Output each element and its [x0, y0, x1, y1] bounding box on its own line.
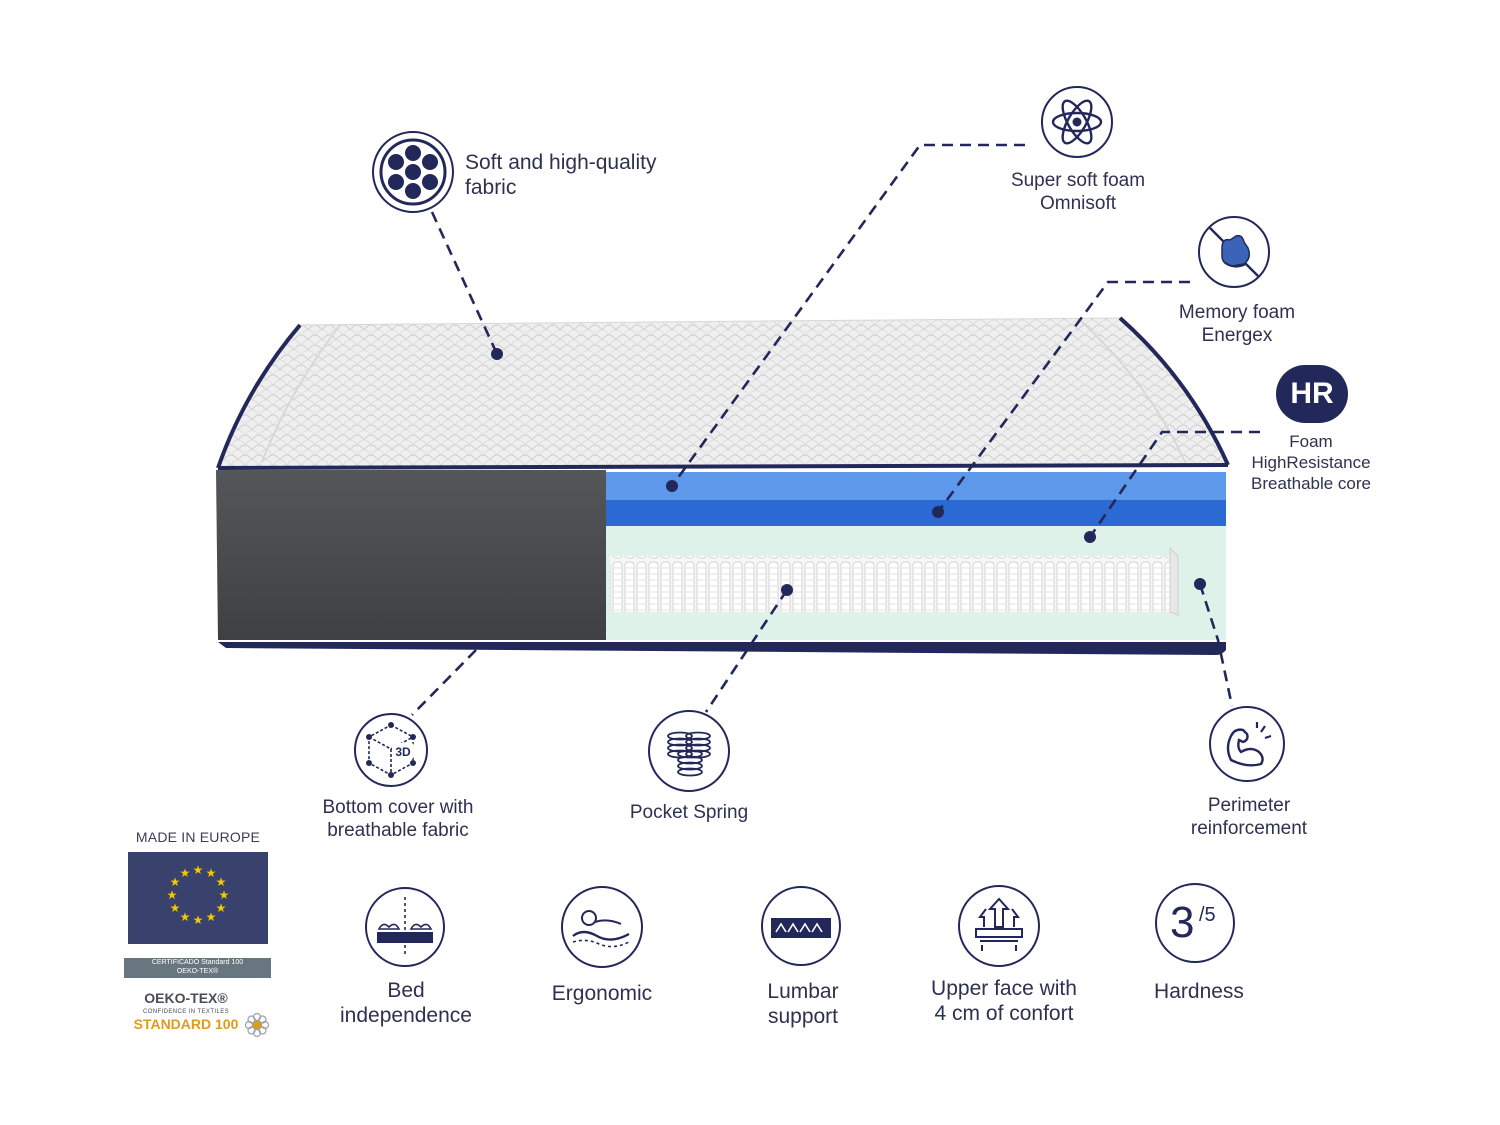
callout-fabric: Soft and high-quality fabric: [465, 151, 657, 199]
atom-icon: [1041, 86, 1113, 158]
leader-lines: [411, 143, 1260, 716]
fabric-dots-icon: [372, 131, 454, 213]
leader-dots: [491, 348, 1206, 596]
feature-lumbar: Lumbar support: [767, 980, 839, 1028]
mattress-cross-section: [606, 472, 1226, 640]
mattress-side: [216, 470, 1226, 655]
svg-text:★: ★: [219, 888, 230, 902]
hand-press-icon: [1198, 216, 1270, 288]
hardness-icon: [1155, 883, 1235, 963]
svg-text:★: ★: [206, 866, 217, 880]
feature-ergonomic: Ergonomic: [551, 982, 653, 1005]
callout-hr: Foam HighResistance Breathable core: [1250, 432, 1372, 493]
eu-flag-icon: ★★★ ★★★ ★★★ ★★★: [128, 852, 268, 944]
feature-upper-face: Upper face with 4 cm of confort: [931, 977, 1077, 1025]
svg-text:★: ★: [180, 866, 191, 880]
mattress-top: [216, 316, 1230, 470]
svg-text:3D: 3D: [395, 745, 411, 759]
hr-badge-icon: HR: [1276, 365, 1348, 423]
svg-text:★: ★: [167, 888, 178, 902]
svg-text:★: ★: [180, 910, 191, 924]
upper-face-icon: [958, 885, 1040, 967]
lumbar-support-icon: [761, 886, 841, 966]
feature-hardness: Hardness: [1154, 980, 1244, 1003]
svg-text:★: ★: [216, 875, 227, 889]
hardness-scale: /5: [1199, 904, 1216, 926]
callout-perimeter: Perimeter reinforcement: [1190, 795, 1308, 839]
feature-bed-independence: Bed independence: [340, 979, 472, 1027]
muscle-arm-icon: [1209, 706, 1285, 782]
cube-3d-icon: 3D: [354, 713, 428, 787]
svg-text:★: ★: [193, 913, 204, 927]
callout-memory: Memory foam Energex: [1178, 302, 1296, 346]
svg-text:★: ★: [170, 901, 181, 915]
oeko-flower-icon: [243, 1011, 271, 1039]
bed-independence-icon: [365, 887, 445, 967]
ergonomic-body-icon: [561, 886, 643, 968]
svg-text:★: ★: [216, 901, 227, 915]
callout-bottom-cover: Bottom cover with breathable fabric: [322, 797, 474, 841]
oeko-tex-logo: OEKO-TEX®: [144, 990, 228, 1006]
oeko-tex-subtitle: CONFIDENCE IN TEXTILES: [142, 1009, 230, 1015]
svg-text:★: ★: [170, 875, 181, 889]
made-in-europe-title: MADE IN EUROPE: [135, 829, 261, 845]
hardness-value: 3: [1170, 898, 1195, 947]
spring-icon: [648, 710, 730, 792]
svg-text:★: ★: [206, 910, 217, 924]
svg-text:★: ★: [193, 863, 204, 877]
oeko-certificate-banner: CERTIFICADO Standard 100 OEKO-TEX®: [124, 958, 271, 978]
callout-super-soft: Super soft foam Omnisoft: [1010, 170, 1146, 214]
oeko-tex-standard: STANDARD 100: [133, 1016, 239, 1032]
callout-pocket-spring: Pocket Spring: [629, 802, 749, 823]
